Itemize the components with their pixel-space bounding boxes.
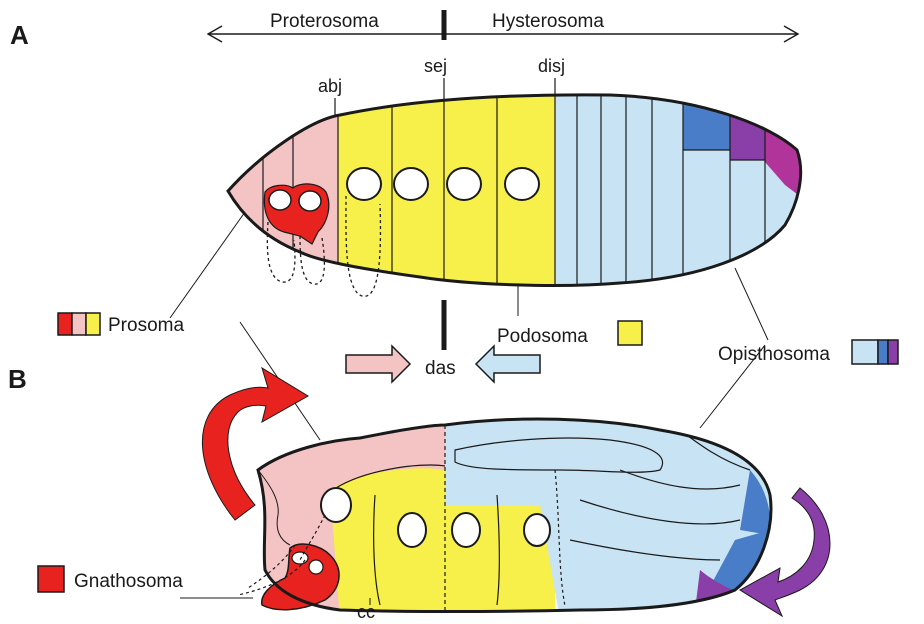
das-label: das [425,358,456,379]
prosoma-legend: Prosoma [58,313,184,336]
podosoma-label: Podosoma [497,326,588,347]
prosoma-label: Prosoma [108,315,184,336]
opisthosoma-label: Opisthosoma [718,344,830,365]
gnathosoma-legend: Gnathosoma [38,566,183,592]
abj-label: abj [318,76,342,96]
panel-b-label: B [8,364,27,394]
blue-arrow-left [476,346,540,382]
hysterosoma-label: Hysterosoma [492,11,604,32]
cc-label: cc [357,602,375,622]
opisthosoma-legend: Opisthosoma [718,340,898,365]
disj-label: disj [538,56,565,76]
gnathosoma-label: Gnathosoma [74,571,183,592]
panel-a-label: A [10,20,29,50]
podosoma-legend: Podosoma [497,321,642,347]
proterosoma-label: Proterosoma [270,11,379,32]
pink-arrow-right [346,346,410,382]
sej-label: sej [424,56,447,76]
